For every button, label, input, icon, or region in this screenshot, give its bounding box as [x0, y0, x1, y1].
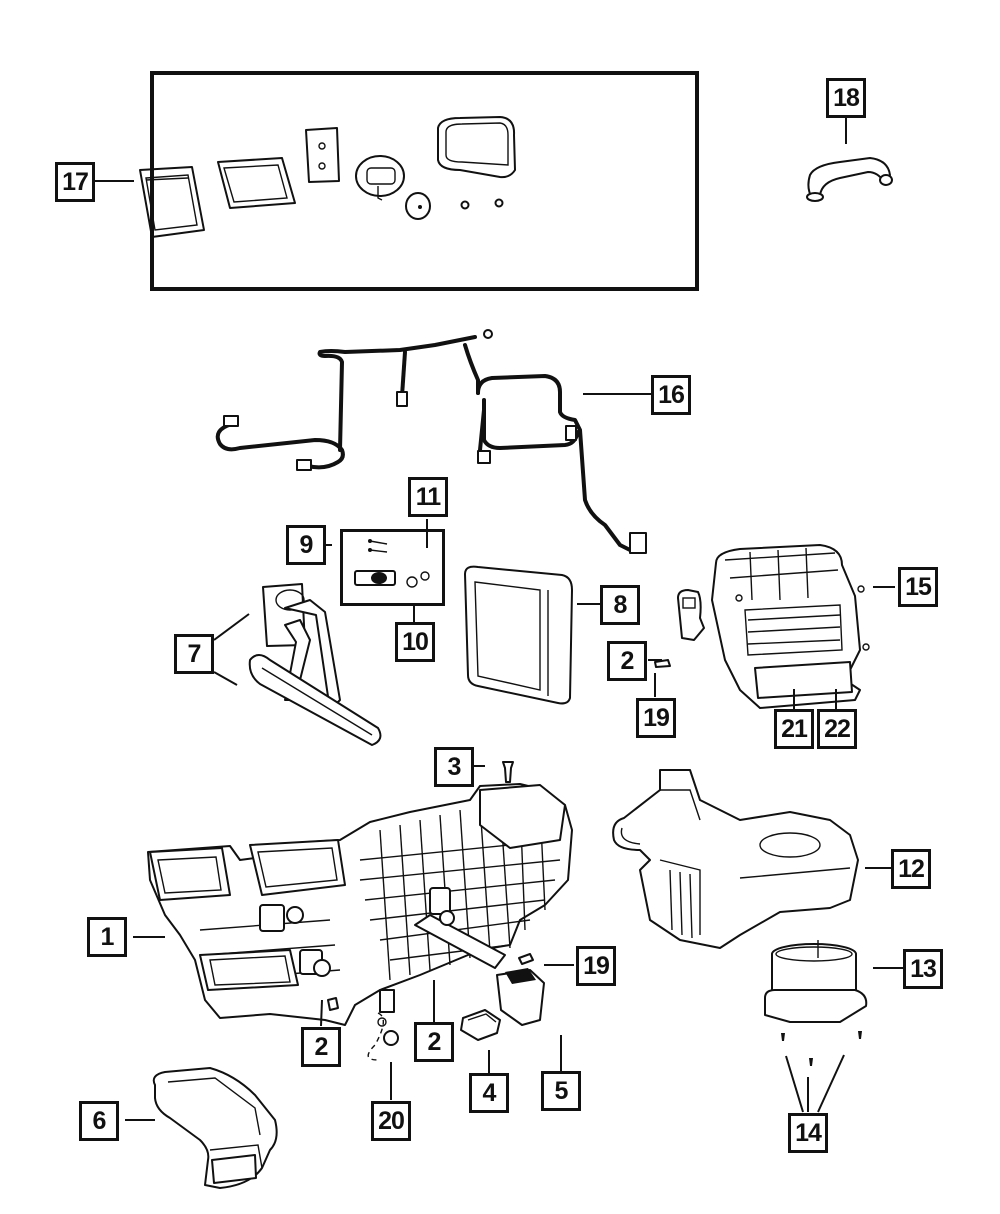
blower-motor-part	[764, 940, 868, 1023]
hvac-housing-part	[147, 783, 573, 1026]
callout-16[interactable]: 16	[651, 375, 691, 415]
blower-module-part	[496, 968, 545, 1026]
callout-9[interactable]: 9	[286, 525, 326, 565]
distribution-housing-part	[711, 544, 870, 709]
evaporator-part	[464, 565, 573, 705]
callout-14[interactable]: 14	[788, 1113, 828, 1153]
expansion-valve-kit-parts	[354, 539, 430, 588]
floor-duct-part	[152, 1067, 278, 1189]
callout-22[interactable]: 22	[817, 709, 857, 749]
grommet-part	[367, 1012, 399, 1061]
callout-15[interactable]: 15	[898, 567, 938, 607]
blower-housing-part	[612, 769, 859, 949]
callout-3[interactable]: 3	[434, 747, 474, 787]
leader-lines	[95, 117, 903, 1121]
drain-plug-part	[502, 761, 514, 783]
callout-5[interactable]: 5	[541, 1071, 581, 1111]
callout-13[interactable]: 13	[903, 949, 943, 989]
callout-2-upper[interactable]: 2	[607, 641, 647, 681]
expansion-valve-kit-frame	[340, 529, 445, 606]
callout-21[interactable]: 21	[774, 709, 814, 749]
callout-2-left[interactable]: 2	[301, 1027, 341, 1067]
callout-1[interactable]: 1	[87, 917, 127, 957]
clip-part	[806, 157, 893, 202]
callout-18[interactable]: 18	[826, 78, 866, 118]
heater-core-part	[248, 583, 382, 746]
callout-17[interactable]: 17	[55, 162, 95, 202]
screws-part	[781, 1031, 862, 1066]
callout-10[interactable]: 10	[395, 622, 435, 662]
callout-2-right[interactable]: 2	[414, 1022, 454, 1062]
callout-8[interactable]: 8	[600, 585, 640, 625]
callout-7[interactable]: 7	[174, 634, 214, 674]
seal-kit-parts	[139, 116, 516, 238]
wiring-harness-part	[215, 329, 647, 554]
callout-19-upper[interactable]: 19	[636, 698, 676, 738]
callout-4[interactable]: 4	[469, 1073, 509, 1113]
callout-19-lower[interactable]: 19	[576, 946, 616, 986]
screw-lower-part	[518, 953, 534, 965]
callout-11[interactable]: 11	[408, 477, 448, 517]
callout-20[interactable]: 20	[371, 1101, 411, 1141]
actuator-upper-part	[654, 589, 705, 668]
callout-12[interactable]: 12	[891, 849, 931, 889]
callout-6[interactable]: 6	[79, 1101, 119, 1141]
seal-kit-frame	[150, 71, 699, 291]
blower-resistor-part	[460, 1009, 501, 1041]
